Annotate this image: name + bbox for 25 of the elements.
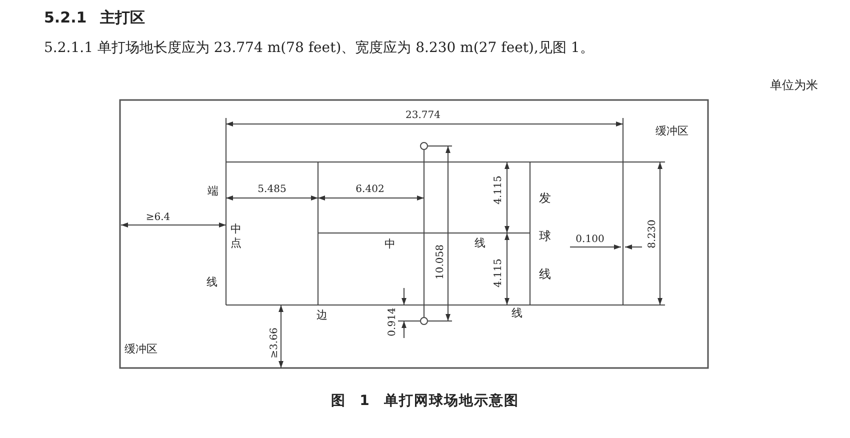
dimension-label: 8.230	[648, 220, 658, 248]
line-label: 边	[316, 310, 328, 320]
line-label: 线	[512, 308, 522, 318]
figure-caption: 图 1 单打网球场地示意图	[330, 394, 520, 408]
dimension-label: 23.774	[406, 111, 440, 121]
line-label: 端	[208, 186, 218, 196]
dimension-label: 4.115	[494, 176, 504, 204]
dimension-label: ≥3.66	[270, 328, 280, 358]
line-label: 中点	[230, 222, 242, 252]
zone-label: 缓冲区	[124, 344, 158, 354]
dimension-label: 0.914	[388, 308, 398, 336]
dimension-label: 0.100	[576, 235, 604, 245]
line-label: 线	[206, 276, 218, 288]
line-label: 发球线	[539, 190, 551, 283]
line-label: 线	[474, 238, 486, 248]
line-label: 中	[384, 238, 396, 250]
dimension-label: 4.115	[494, 258, 504, 288]
dimension-label: 5.485	[258, 185, 286, 195]
dimension-label: ≥6.4	[146, 213, 170, 223]
zone-label: 缓冲区	[656, 126, 688, 136]
dimension-label: 10.058	[436, 244, 446, 280]
section-heading: 5.2.1 主打区	[44, 10, 145, 26]
body-text: 5.2.1.1 单打场地长度应为 23.774 m(78 feet)、宽度应为 8.230 m(27 feet),见图 1。	[44, 41, 594, 55]
dimension-label: 6.402	[356, 185, 384, 195]
unit-note: 单位为米	[770, 79, 818, 91]
